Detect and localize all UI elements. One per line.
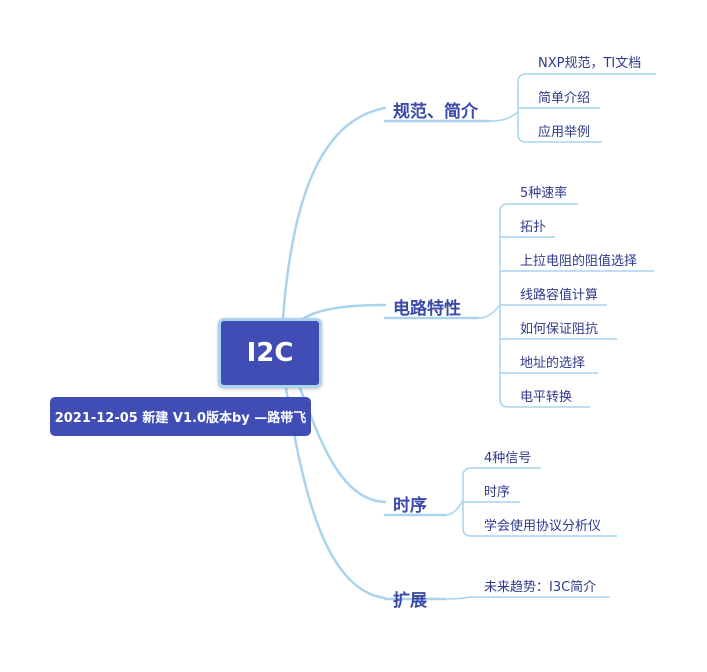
- version-note-text: 2021-12-05 新建 V1.0版本by —路带飞: [54, 411, 307, 426]
- leaf-five-speeds[interactable]: 5种速率: [520, 186, 568, 201]
- root-label: I2C: [246, 338, 294, 368]
- version-note: 2021-12-05 新建 V1.0版本by —路带飞: [50, 397, 311, 436]
- leaf-address-selection[interactable]: 地址的选择: [520, 356, 586, 371]
- leaf-impedance[interactable]: 如何保证阻抗: [520, 322, 599, 337]
- connector-root-branch-3: [298, 386, 387, 504]
- leaf-spec-docs[interactable]: NXP规范，TI文档: [538, 56, 642, 71]
- leaf-level-shifting[interactable]: 电平转换: [520, 390, 573, 405]
- leaf-protocol-analyzer[interactable]: 学会使用协议分析仪: [484, 519, 602, 534]
- leaf-topology[interactable]: 拓扑: [520, 220, 547, 235]
- branch-spec-intro[interactable]: 规范、简介: [393, 102, 478, 122]
- root-node[interactable]: I2C: [218, 318, 322, 388]
- branch-circuit-characteristics[interactable]: 电路特性: [393, 299, 461, 319]
- leaf-application-examples[interactable]: 应用举例: [538, 125, 591, 140]
- leaf-pullup-resistor[interactable]: 上拉电阻的阻值选择: [520, 254, 638, 269]
- leaf-four-signals[interactable]: 4种信号: [484, 451, 532, 466]
- leaf-simple-intro[interactable]: 简单介绍: [538, 91, 591, 106]
- leaf-i3c-intro[interactable]: 未来趋势：I3C简介: [484, 580, 597, 595]
- connector-root-branch-1: [281, 106, 387, 320]
- branch-extension[interactable]: 扩展: [393, 591, 427, 611]
- leaf-timing[interactable]: 时序: [484, 485, 511, 500]
- leaf-line-capacitance[interactable]: 线路容值计算: [520, 288, 599, 303]
- branch-timing[interactable]: 时序: [393, 496, 427, 516]
